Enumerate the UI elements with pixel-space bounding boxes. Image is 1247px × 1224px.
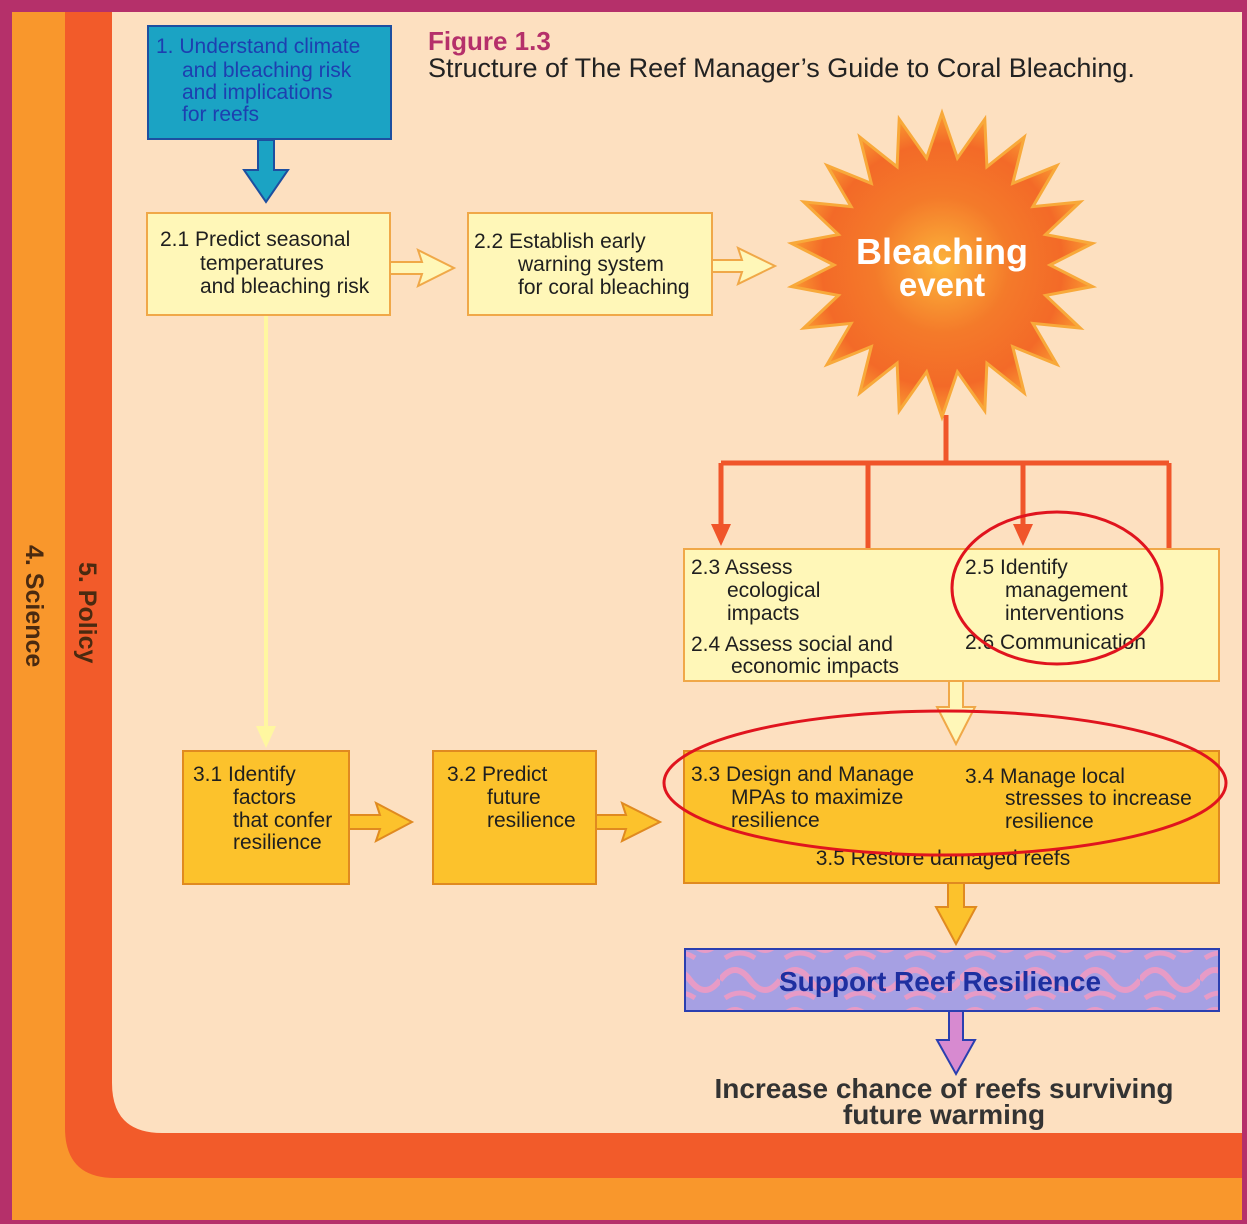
arrow-2-1-to-2-2 xyxy=(389,248,457,288)
arrow-2-2-to-bleaching xyxy=(711,246,778,286)
box-3-3-line-2: MPAs to maximize xyxy=(731,786,903,809)
box-2-2-line-2: warning system xyxy=(517,253,664,276)
bleaching-label-1: Bleaching xyxy=(856,231,1028,272)
arrow-3-2-to-3-3 xyxy=(595,801,663,843)
science-label: 4. Science xyxy=(20,545,48,667)
box-3-3-to-3-5 xyxy=(683,750,1220,884)
box-2-2-early-warning xyxy=(467,212,713,316)
annotation-circle-2-5 xyxy=(950,510,1164,666)
box-2-5-line-3: interventions xyxy=(1005,602,1124,625)
figure-caption: Structure of The Reef Manager’s Guide to… xyxy=(428,53,1135,83)
box-3-3-line-1: 3.3 Design and Manage xyxy=(691,763,914,786)
box-2-3-line-2: ecological xyxy=(727,579,820,602)
figure-label: Figure 1.3 xyxy=(428,26,551,56)
box-3-1-identify-factors xyxy=(182,750,350,885)
support-reef-resilience-label: Support Reef Resilience xyxy=(779,966,1101,997)
arrow-support-to-outcome xyxy=(935,1010,977,1077)
box-3-2-line-3: resilience xyxy=(487,809,576,832)
box-2-3-line-3: impacts xyxy=(727,602,799,625)
box-3-1-line-4: resilience xyxy=(233,831,322,854)
box-3-2-line-1: 3.2 Predict xyxy=(447,763,548,786)
box-3-2-line-2: future xyxy=(487,786,541,809)
box-3-4-line-3: resilience xyxy=(1005,810,1094,833)
box-3-2-predict-resilience xyxy=(432,750,597,885)
box-1-line-4: for reefs xyxy=(182,103,259,126)
box-2-2-line-1: 2.2 Establish early xyxy=(474,230,646,253)
box-2-3-line-1: 2.3 Assess xyxy=(691,556,793,579)
box-2-4-line-2: economic impacts xyxy=(731,655,899,678)
arrow-3-to-support xyxy=(934,882,978,947)
box-1-line-3: and implications xyxy=(182,81,333,104)
box-3-4-line-2: stresses to increase xyxy=(1005,787,1192,810)
box-2-1-line-1: 2.1 Predict seasonal xyxy=(160,228,350,251)
arrow-1-to-2-1 xyxy=(242,139,290,204)
box-1-line-1: 1. Understand climate xyxy=(156,35,360,58)
policy-label: 5. Policy xyxy=(73,562,101,664)
outcome-line-1: Increase chance of reefs surviving xyxy=(714,1073,1173,1104)
box-2-5-line-2: management xyxy=(1005,579,1128,602)
box-2-5-line-1: 2.5 Identify xyxy=(965,556,1068,579)
outcome-line-2: future warming xyxy=(843,1099,1045,1130)
bleaching-sun-icon xyxy=(786,108,1098,422)
box-3-1-line-1: 3.1 Identify xyxy=(193,763,296,786)
connector-2-1-arrowhead xyxy=(256,726,276,748)
annotation-circle-3-3-3-4 xyxy=(662,709,1228,857)
box-2-1-line-3: and bleaching risk xyxy=(200,275,370,298)
box-1-line-2: and bleaching risk xyxy=(182,59,352,82)
bleaching-label-2: event xyxy=(899,266,985,303)
box-2-4-line-1: 2.4 Assess social and xyxy=(691,633,893,656)
box-3-3-line-3: resilience xyxy=(731,809,820,832)
box-2-2-line-3: for coral bleaching xyxy=(518,276,690,299)
support-reef-resilience-box xyxy=(684,948,1220,1012)
box-3-1-line-3: that confer xyxy=(233,809,332,832)
arrow-3-1-to-3-2 xyxy=(348,800,415,844)
box-2-1-line-2: temperatures xyxy=(200,252,324,275)
box-3-4-line-1: 3.4 Manage local xyxy=(965,765,1125,788)
box-2-6-label: 2.6 Communication xyxy=(965,631,1146,654)
box-1-understand xyxy=(147,25,392,140)
box-2-3-to-2-6 xyxy=(683,548,1220,682)
box-3-1-line-2: factors xyxy=(233,786,296,809)
